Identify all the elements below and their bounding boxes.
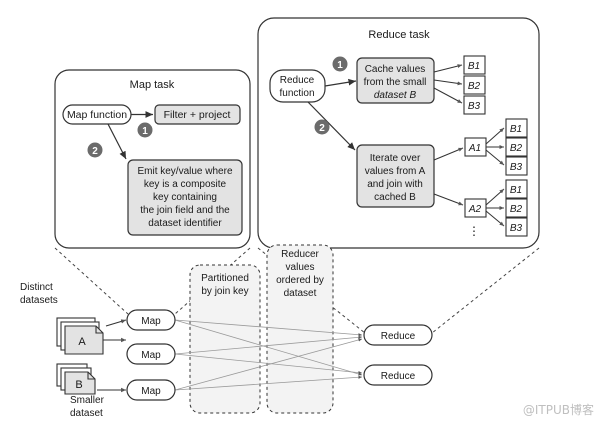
cache-line-3: dataset B (374, 90, 417, 101)
reduce-task-title: Reduce task (368, 29, 430, 41)
join1-b1-box (505, 118, 528, 138)
more-ellipsis: ⋮ (468, 224, 480, 238)
dataset-b-label: B (75, 379, 82, 391)
dataset-b-icon: B (56, 363, 96, 395)
cache-b2-box (463, 75, 486, 95)
reduce-step-2-number: 2 (319, 123, 325, 134)
distinct-datasets-line-2: datasets (20, 295, 58, 306)
reduce-node-2 (363, 364, 433, 386)
iterate-a1-label: A1 (468, 143, 481, 154)
join2-b3-box (505, 217, 528, 237)
shuffle-lines (174, 319, 363, 391)
map-node-3 (126, 379, 176, 401)
iterate-line-4: cached B (374, 192, 416, 203)
partitioned-line-1: Partitioned (201, 273, 249, 284)
dataset-a-label: A (78, 336, 86, 348)
map-task-panel: Map task Map function Filter + project 1… (54, 69, 251, 249)
iterate-line-2: values from A (365, 166, 426, 177)
partition-region (189, 264, 261, 414)
map-node-3-label: Map (141, 386, 161, 397)
join1-b1-label: B1 (510, 124, 522, 135)
join2-b1-label: B1 (510, 185, 522, 196)
emit-line-3: key containing (153, 192, 217, 203)
iterate-a2-label: A2 (468, 204, 482, 215)
emit-line-5: dataset identifier (148, 218, 222, 229)
sort-region (266, 244, 334, 414)
reducer-values-line-4: dataset (284, 288, 317, 299)
reduce-task-panel: Reduce task Reduce function 1 Cache valu… (257, 17, 540, 249)
watermark: @ITPUB博客 (523, 402, 594, 417)
join2-b1-box (505, 179, 528, 199)
reduce-function-line-1: Reduce (280, 75, 315, 86)
step-2-number: 2 (92, 146, 98, 157)
iterate-line-3: and join with (367, 179, 423, 190)
map-node-2 (126, 343, 176, 365)
reducer-values-line-3: ordered by (276, 275, 324, 286)
join2-b2-box (505, 198, 528, 218)
emit-key-value-box (127, 159, 243, 236)
emit-line-4: the join field and the (140, 205, 230, 216)
map-node-1-label: Map (141, 316, 161, 327)
cache-b3-box (463, 95, 486, 115)
join1-b3-box (505, 156, 528, 176)
map-node-1 (126, 309, 176, 331)
reduce-step-2-badge (314, 119, 330, 135)
smaller-dataset-line-2: dataset (70, 408, 103, 419)
cache-line-2: from the small (364, 77, 427, 88)
emit-line-1: Emit key/value where (137, 166, 232, 177)
reduce-nodes: Reduce Reduce (363, 324, 433, 386)
map-task-title: Map task (130, 79, 175, 91)
join1-b2-label: B2 (510, 143, 523, 154)
dataset-a-icon: A (56, 317, 104, 355)
map-nodes: Map Map Map (126, 309, 176, 401)
iterate-line-1: Iterate over (370, 153, 421, 164)
cache-b1-label: B1 (468, 61, 480, 72)
reducer-values-line-1: Reducer (281, 249, 319, 260)
join2-b3-label: B3 (510, 223, 523, 234)
reduce-function-line-2: function (279, 88, 314, 99)
filter-project-box (154, 104, 241, 125)
smaller-dataset-line-1: Smaller (70, 395, 105, 406)
cache-b3-label: B3 (468, 101, 481, 112)
filter-project-label: Filter + project (164, 109, 231, 121)
join1-b3-label: B3 (510, 162, 523, 173)
emit-line-2: key is a composite (144, 179, 227, 190)
reduce-step-1-badge (332, 56, 348, 72)
join1-b2-box (505, 137, 528, 157)
step-1-number: 1 (142, 126, 148, 137)
join2-b2-label: B2 (510, 204, 523, 215)
reduce-node-1 (363, 324, 433, 346)
distinct-datasets-line-1: Distinct (20, 282, 53, 293)
step-1-badge (137, 122, 153, 138)
step-2-badge (87, 142, 103, 158)
cache-b1-box (463, 55, 486, 75)
reduce-node-2-label: Reduce (381, 371, 416, 382)
cache-line-1: Cache values (365, 64, 426, 75)
cache-b2-label: B2 (468, 81, 481, 92)
iterate-join-box (356, 144, 435, 208)
partitioned-line-2: by join key (201, 286, 248, 297)
reducer-values-line-2: values (286, 262, 315, 273)
reduce-step-1-number: 1 (337, 60, 343, 71)
map-function-label: Map function (67, 109, 127, 121)
reduce-node-1-label: Reduce (381, 331, 416, 342)
map-node-2-label: Map (141, 350, 161, 361)
